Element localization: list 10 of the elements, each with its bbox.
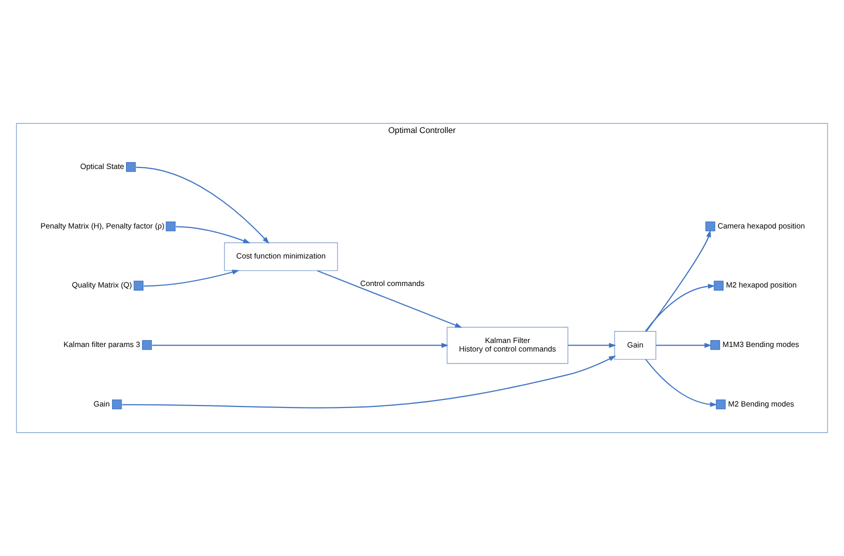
- node-label: Kalman filter params 3: [64, 340, 140, 349]
- node-label: Quality Matrix (Q): [72, 280, 132, 290]
- node-label: Optical State: [80, 162, 124, 171]
- node-label: M2 Bending modes: [728, 399, 794, 408]
- node-label: M2 hexapod position: [726, 280, 797, 290]
- node-label: Gain: [94, 399, 110, 408]
- node-label: M1M3 Bending modes: [722, 340, 800, 349]
- edge-label: Control commands: [360, 278, 424, 288]
- node-label: Camera hexapod position: [718, 221, 805, 230]
- node-label: Penalty Matrix (H), Penalty factor (ρ): [40, 221, 164, 230]
